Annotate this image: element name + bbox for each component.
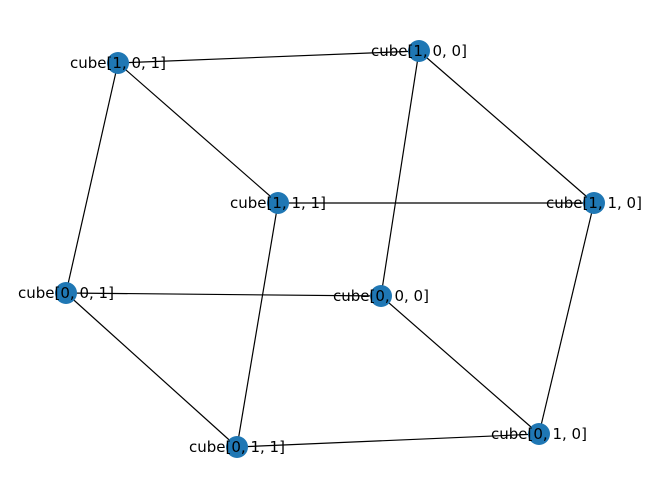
node-label-n010: cube[0, 1, 0] xyxy=(491,425,587,443)
edge-n011-n010 xyxy=(236,433,540,448)
edge-n111-n011 xyxy=(236,202,279,448)
graph-nodes xyxy=(55,40,605,458)
node-label-n111: cube[1, 1, 1] xyxy=(230,194,326,212)
node-label-n011: cube[0, 1, 1] xyxy=(189,438,285,456)
node-label-n001: cube[0, 0, 1] xyxy=(18,284,114,302)
node-n111[interactable] xyxy=(267,192,289,214)
graph-labels: cube[1, 0, 1] cube[1, 0, 0] cube[1, 1, 1] c… xyxy=(18,42,642,456)
edge-n101-n111 xyxy=(117,62,279,204)
edge-n110-n010 xyxy=(538,202,595,435)
edge-n000-n010 xyxy=(380,295,540,435)
node-label-n000: cube[0, 0, 0] xyxy=(333,287,429,305)
edge-n001-n011 xyxy=(65,292,238,448)
node-n010[interactable] xyxy=(528,423,550,445)
node-n000[interactable] xyxy=(370,285,392,307)
edge-n001-n000 xyxy=(65,292,382,297)
node-n110[interactable] xyxy=(583,192,605,214)
node-label-n100: cube[1, 0, 0] xyxy=(371,42,467,60)
node-label-n110: cube[1, 1, 0] xyxy=(546,194,642,212)
edge-n100-n000 xyxy=(380,50,420,297)
node-n100[interactable] xyxy=(408,40,430,62)
edge-n101-n100 xyxy=(117,50,420,64)
node-n101[interactable] xyxy=(107,52,129,74)
node-n001[interactable] xyxy=(55,282,77,304)
graph-edges xyxy=(65,50,595,448)
edge-n101-n001 xyxy=(65,62,119,294)
edge-n100-n110 xyxy=(418,50,595,204)
node-n011[interactable] xyxy=(226,436,248,458)
node-label-n101: cube[1, 0, 1] xyxy=(70,54,166,72)
